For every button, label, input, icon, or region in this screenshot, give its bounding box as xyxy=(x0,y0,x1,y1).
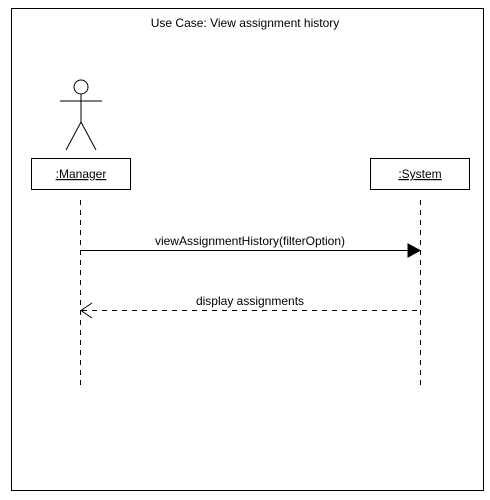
diagram-frame xyxy=(11,8,484,491)
message-return-label: display assignments xyxy=(196,294,304,308)
diagram-title: Use Case: View assignment history xyxy=(151,16,340,30)
filled-arrowhead-icon xyxy=(407,243,422,258)
participant-system[interactable]: :System xyxy=(370,158,470,190)
participant-system-label: :System xyxy=(398,167,441,181)
open-arrowhead-icon xyxy=(80,302,93,319)
message-call-label: viewAssignmentHistory(filterOption) xyxy=(155,234,345,248)
participant-manager[interactable]: :Manager xyxy=(31,158,131,190)
actor-icon xyxy=(60,79,102,151)
message-view-assignment-history[interactable]: viewAssignmentHistory(filterOption) xyxy=(81,234,422,258)
participant-system-box xyxy=(370,158,470,190)
message-display-assignments[interactable]: display assignments xyxy=(80,294,420,319)
participant-manager-box xyxy=(31,158,131,190)
participant-manager-label: :Manager xyxy=(56,167,107,181)
